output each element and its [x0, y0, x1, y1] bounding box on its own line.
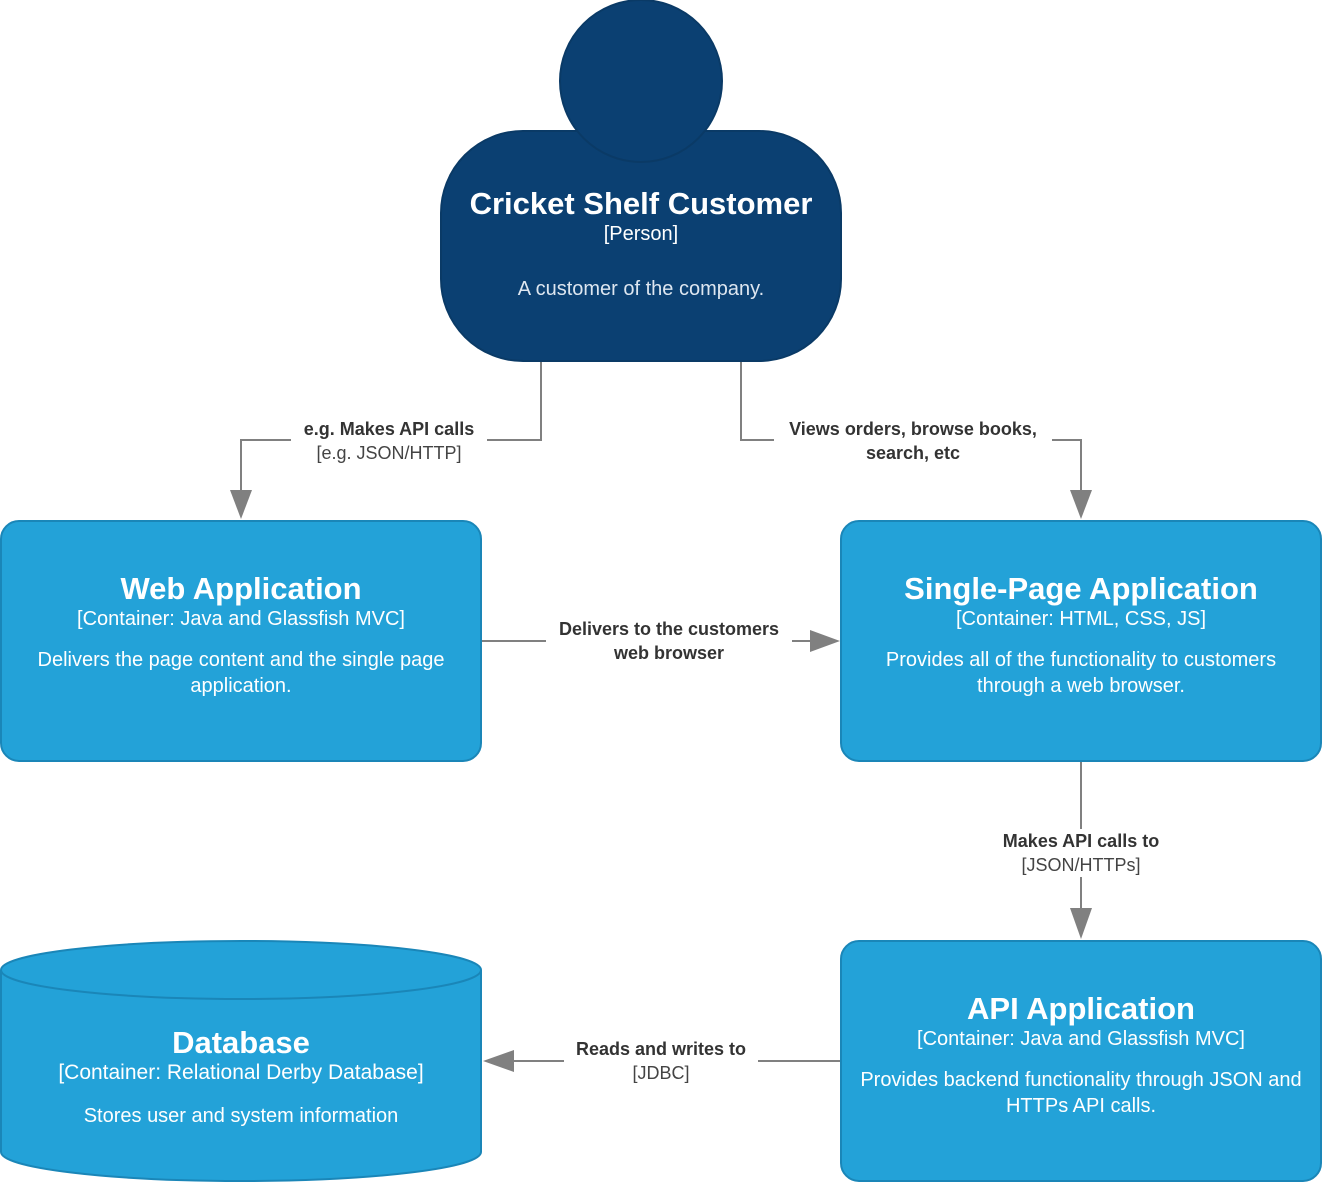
spa-description: Provides all of the functionality to cus… — [885, 649, 1277, 697]
spa-title: Single-Page Application — [904, 571, 1258, 606]
label-api-to-db-text: Reads and writes to — [575, 1039, 747, 1059]
label-person-to-web-text: e.g. Makes API calls — [303, 419, 475, 439]
api-app-type: [Container: Java and Glassfish MVC] — [917, 1028, 1245, 1050]
web-app-type: [Container: Java and Glassfish MVC] — [77, 608, 405, 630]
web-app-node[interactable]: Web Application [Container: Java and Gla… — [1, 571, 481, 699]
person-title: Cricket Shelf Customer — [469, 186, 813, 221]
spa-type: [Container: HTML, CSS, JS] — [955, 608, 1207, 630]
label-api-to-db-tech: [JDBC] — [632, 1063, 690, 1083]
database-type: [Container: Relational Derby Database] — [58, 1061, 424, 1084]
web-app-description: Delivers the page content and the single… — [37, 649, 445, 697]
api-app-shape — [840, 940, 1322, 1182]
person-node[interactable]: Cricket Shelf Customer [Person] A custom… — [441, 186, 841, 302]
label-spa-to-api: Makes API calls to [JSON/HTTPs] — [991, 829, 1171, 877]
spa-node[interactable]: Single-Page Application [Container: HTML… — [841, 571, 1321, 699]
web-app-shape — [0, 520, 482, 762]
label-person-to-web-tech: [e.g. JSON/HTTP] — [316, 443, 462, 463]
api-app-title: API Application — [967, 991, 1195, 1026]
person-description: A customer of the company. — [517, 278, 765, 300]
arrowhead-spa-left — [810, 630, 840, 652]
label-spa-to-api-text: Makes API calls to — [1002, 831, 1160, 851]
label-api-to-db: Reads and writes to [JDBC] — [564, 1037, 758, 1085]
database-title: Database — [172, 1025, 310, 1060]
label-web-to-spa: Delivers to the customers web browser — [546, 617, 792, 665]
database-node[interactable]: Database [Container: Relational Derby Da… — [1, 1025, 481, 1129]
label-spa-to-api-tech: [JSON/HTTPs] — [1021, 855, 1141, 875]
api-app-node[interactable]: API Application [Container: Java and Gla… — [841, 991, 1321, 1119]
web-app-title: Web Application — [120, 571, 362, 606]
label-web-to-spa-text: Delivers to the customers web browser — [558, 619, 780, 663]
arrowheads — [230, 490, 1092, 1072]
arrowhead-db — [483, 1050, 514, 1072]
label-person-to-web: e.g. Makes API calls [e.g. JSON/HTTP] — [291, 417, 487, 465]
label-person-to-spa-text: Views orders, browse books, search, etc — [789, 419, 1037, 463]
person-shape — [440, 0, 842, 362]
api-app-description: Provides backend functionality through J… — [860, 1069, 1302, 1117]
arrowhead-api — [1070, 908, 1092, 939]
arrowhead-web — [230, 490, 252, 519]
database-description: Stores user and system information — [83, 1105, 399, 1127]
database-shape — [0, 940, 482, 1182]
label-person-to-spa: Views orders, browse books, search, etc — [774, 417, 1052, 465]
spa-shape — [840, 520, 1322, 762]
person-type: [Person] — [603, 223, 679, 245]
arrowhead-spa — [1070, 490, 1092, 519]
person-head — [559, 0, 723, 163]
